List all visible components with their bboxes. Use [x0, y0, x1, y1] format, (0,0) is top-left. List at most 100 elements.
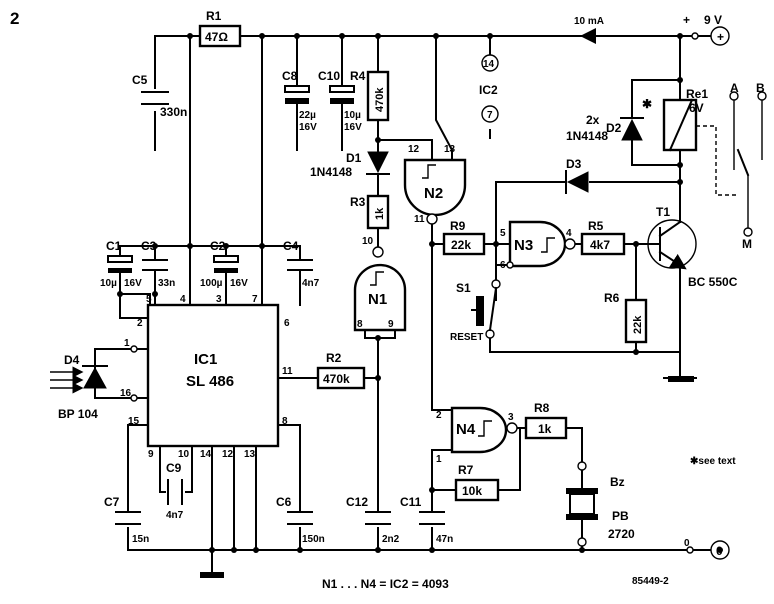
c10-value1: 10µ: [344, 110, 361, 121]
c10-value2: 16V: [344, 122, 362, 133]
c3-name: C3: [141, 239, 157, 253]
ic1-body: [146, 303, 280, 448]
ic1-type: SL 486: [186, 373, 234, 390]
ground-terminal-label: 0: [716, 544, 723, 558]
c2-name: C2: [210, 239, 226, 253]
ic1-pin-6: 6: [284, 318, 290, 329]
resistor-r4: [366, 70, 390, 122]
bz-value1: PB: [612, 509, 629, 523]
ic1-pin-12: 12: [222, 449, 234, 460]
re1-value: 6V: [689, 101, 704, 115]
bz-name: Bz: [610, 475, 625, 489]
r6-name: R6: [604, 291, 620, 305]
capacitor-c5: [141, 91, 169, 105]
capacitors: [107, 85, 445, 525]
r1-value: 47Ω: [205, 30, 228, 44]
c1-name: C1: [106, 239, 122, 253]
ic2-pin14-circle: [481, 54, 499, 72]
ic2-name: IC2: [479, 83, 498, 97]
c5-value: 330n: [160, 105, 187, 119]
transistor-t1: [647, 219, 697, 270]
d2-name: D2: [606, 121, 622, 135]
n4-pin-3: 3: [508, 412, 514, 423]
relay-switch: [729, 91, 767, 237]
r7-name: R7: [458, 463, 474, 477]
supply-voltage: 9 V: [704, 13, 722, 27]
c11-value: 47n: [436, 534, 453, 545]
r8-value: 1k: [538, 422, 552, 436]
ic1-pin-13: 13: [244, 449, 256, 460]
reset-switch-s1[interactable]: [471, 279, 501, 339]
wires: [94, 35, 763, 577]
r9-value: 22k: [451, 238, 471, 252]
r5-name: R5: [588, 219, 604, 233]
ground-symbol: [668, 376, 694, 382]
r4-value: 470k: [374, 87, 386, 112]
supply-current: 10 mA: [574, 16, 604, 27]
n1-pin-8: 8: [357, 319, 363, 330]
ic2-pin7-circle: [481, 105, 499, 123]
n4-pin-2: 2: [436, 410, 442, 421]
terminal-positive: [710, 26, 730, 46]
gate-n1: [353, 263, 407, 332]
junctions: [117, 33, 683, 553]
n2-pin-12: 12: [408, 144, 420, 155]
ic1-pin-15: 15: [128, 416, 140, 427]
n1-name: N1: [368, 291, 387, 308]
r4-name: R4: [350, 69, 366, 83]
contact-a: A: [730, 81, 739, 95]
diode-d3: [565, 170, 589, 194]
d1-name: D1: [346, 151, 362, 165]
resistor-r9: [442, 232, 486, 256]
c11-name: C11: [400, 495, 422, 509]
ic1-pin-4: 4: [180, 294, 186, 305]
resistor-r2: [316, 366, 366, 390]
gate-n4: [450, 406, 508, 454]
r2-name: R2: [326, 351, 342, 365]
c1-value2: 16V: [124, 278, 142, 289]
d2d3-count: 2x: [586, 113, 600, 127]
c4-value: 4n7: [302, 278, 320, 289]
gate-n4-bubble: [506, 422, 518, 434]
d3-name: D3: [566, 157, 582, 171]
c8-name: C8: [282, 69, 298, 83]
diode-d2: [620, 117, 644, 141]
contact-b: B: [756, 81, 765, 95]
r5-value: 4k7: [590, 238, 610, 252]
ic1-pin-3: 3: [216, 294, 222, 305]
c9-name: C9: [166, 461, 182, 475]
d1-value: 1N4148: [310, 165, 352, 179]
r8-name: R8: [534, 401, 550, 415]
c5-name: C5: [132, 73, 148, 87]
c12-value: 2n2: [382, 534, 400, 545]
n3-pin-5: 5: [500, 228, 506, 239]
c7-value: 15n: [132, 534, 149, 545]
relay-re1: [662, 98, 738, 196]
ic1-pin-10: 10: [178, 449, 190, 460]
resistor-r8: [524, 416, 568, 440]
re1-star: ✱: [642, 97, 652, 111]
r3-value: 1k: [374, 207, 386, 220]
diodes: [50, 117, 644, 394]
ic1-pin-8: 8: [282, 416, 288, 427]
c6-name: C6: [276, 495, 292, 509]
s1-name: S1: [456, 281, 471, 295]
resistor-r1: [198, 24, 242, 48]
n4-pin-1: 1: [436, 454, 442, 465]
capacitor-c6: [287, 511, 313, 525]
r2-value: 470k: [323, 372, 350, 386]
gate-n1-bubble: [372, 246, 384, 258]
n1-pin-9: 9: [388, 319, 394, 330]
c3-value: 33n: [158, 278, 175, 289]
supply-plus: +: [683, 13, 690, 27]
ic1-pin-1: 1: [124, 338, 130, 349]
n2-name: N2: [424, 185, 443, 202]
ic1-pin-5: 5: [146, 294, 152, 305]
r9-name: R9: [450, 219, 466, 233]
plus-terminal-label: +: [717, 30, 724, 44]
n4-name: N4: [456, 421, 476, 438]
ic1-pin-2: 2: [137, 318, 143, 329]
diode-d1: [366, 151, 390, 175]
r7-value: 10k: [462, 484, 482, 498]
